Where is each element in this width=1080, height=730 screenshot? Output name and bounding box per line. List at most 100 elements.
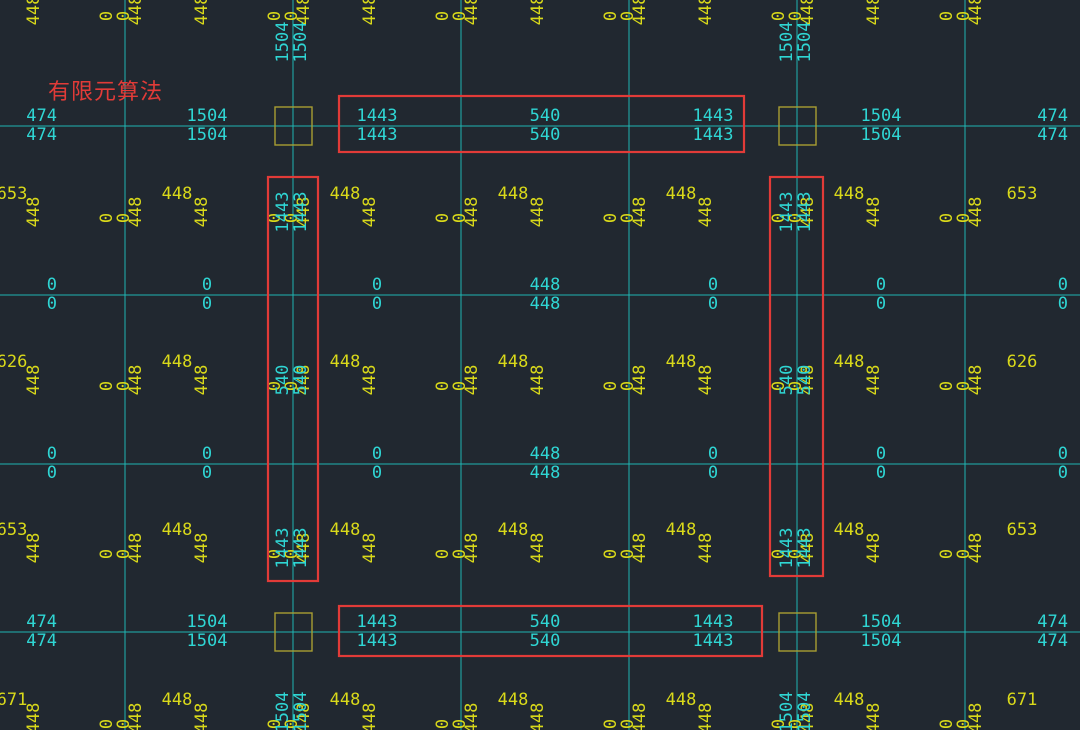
slab-top-label: 448 [330, 0, 361, 2]
slab-side-label: 448 [630, 197, 650, 228]
slab-top-label: 448 [498, 690, 529, 710]
slab-side-label: 448 [462, 365, 482, 396]
slab-zero-label: 0 [433, 11, 453, 21]
beam-label-bottom: 1443 [357, 631, 398, 651]
beam-label-top: 1504 [861, 106, 902, 126]
slab-side-label: 448 [798, 703, 818, 730]
beam-label-bottom: 1504 [187, 125, 228, 145]
slab-side-label: 448 [696, 0, 716, 25]
column-beam-label: 1443 [777, 528, 797, 569]
column-square-2-2 [778, 612, 817, 652]
beam-label-top: 0 [708, 275, 718, 295]
beam-label-top: 0 [202, 275, 212, 295]
slab-top-label: 448 [498, 184, 529, 204]
slab-top-label: 448 [330, 520, 361, 540]
slab-zero-label: 0 [450, 381, 470, 391]
beam-label-bottom: 448 [530, 294, 561, 314]
slab-zero-label: 0 [433, 719, 453, 729]
beam-label-top: 0 [372, 444, 382, 464]
slab-zero-label: 0 [97, 213, 117, 223]
beam-label-top: 0 [1058, 275, 1068, 295]
highlight-box-left-column [266, 175, 320, 583]
slab-side-label: 448 [630, 365, 650, 396]
slab-zero-label: 0 [601, 719, 621, 729]
slab-zero-label: 0 [433, 213, 453, 223]
slab-side-label: 448 [966, 703, 986, 730]
highlight-box-top-beam [337, 94, 746, 154]
slab-side-label: 448 [798, 0, 818, 25]
beam-label-bottom: 1443 [693, 631, 734, 651]
slab-edge-label: 653 [0, 520, 27, 540]
beam-label-bottom: 0 [1058, 294, 1068, 314]
slab-side-label: 448 [360, 197, 380, 228]
slab-zero-label: 0 [97, 719, 117, 729]
slab-edge-label: 626 [1007, 352, 1038, 372]
slab-edge-label: 671 [1007, 0, 1038, 2]
slab-zero-label: 0 [114, 381, 134, 391]
slab-zero-label: 0 [114, 719, 134, 729]
slab-zero-label: 0 [769, 213, 789, 223]
beam-label-bottom: 1504 [861, 125, 902, 145]
slab-side-label: 448 [630, 533, 650, 564]
slab-top-label: 448 [666, 520, 697, 540]
highlight-box-right-column [768, 175, 825, 578]
slab-zero-label: 0 [433, 381, 453, 391]
beam-label-bottom: 448 [530, 463, 561, 483]
slab-side-label: 448 [360, 365, 380, 396]
slab-zero-label: 0 [937, 213, 957, 223]
column-beam-label: 540 [795, 365, 815, 396]
column-beam-label: 1443 [795, 192, 815, 233]
slab-zero-label: 0 [786, 719, 806, 729]
beam-label-top: 0 [708, 444, 718, 464]
column-beam-label: 1443 [795, 528, 815, 569]
slab-zero-label: 0 [618, 11, 638, 21]
slab-zero-label: 0 [601, 381, 621, 391]
column-beam-label: 540 [291, 365, 311, 396]
slab-side-label: 448 [528, 533, 548, 564]
beam-label-top: 0 [876, 275, 886, 295]
beam-label-top: 448 [530, 275, 561, 295]
slab-zero-label: 0 [265, 213, 285, 223]
slab-zero-label: 0 [450, 719, 470, 729]
column-beam-label: 1443 [777, 192, 797, 233]
slab-edge-label: 653 [1007, 520, 1038, 540]
slab-zero-label: 0 [114, 11, 134, 21]
slab-side-label: 448 [24, 0, 44, 25]
beam-label-top: 1443 [693, 612, 734, 632]
column-beam-label: 1443 [273, 528, 293, 569]
slab-side-label: 448 [696, 703, 716, 730]
slab-zero-label: 0 [954, 11, 974, 21]
slab-top-label: 448 [162, 520, 193, 540]
slab-zero-label: 0 [282, 549, 302, 559]
beam-label-top: 1443 [357, 106, 398, 126]
slab-side-label: 448 [864, 197, 884, 228]
slab-top-label: 448 [834, 0, 865, 2]
slab-side-label: 448 [798, 197, 818, 228]
slab-top-label: 448 [666, 690, 697, 710]
slab-top-label: 448 [330, 690, 361, 710]
slab-zero-label: 0 [786, 381, 806, 391]
slab-side-label: 448 [528, 365, 548, 396]
slab-side-label: 448 [798, 365, 818, 396]
slab-top-label: 448 [834, 184, 865, 204]
slab-side-label: 448 [966, 365, 986, 396]
slab-side-label: 448 [360, 703, 380, 730]
beam-label-top: 0 [47, 444, 57, 464]
slab-side-label: 448 [966, 197, 986, 228]
slab-zero-label: 0 [786, 549, 806, 559]
slab-zero-label: 0 [786, 11, 806, 21]
slab-top-label: 448 [162, 0, 193, 2]
slab-side-label: 448 [462, 703, 482, 730]
slab-top-label: 448 [330, 352, 361, 372]
column-beam-label: 1504 [777, 22, 797, 63]
slab-top-label: 448 [162, 184, 193, 204]
slab-side-label: 448 [696, 365, 716, 396]
slab-side-label: 448 [360, 533, 380, 564]
column-markers [274, 106, 817, 652]
slab-top-label: 448 [498, 352, 529, 372]
beam-label-bottom: 0 [372, 463, 382, 483]
beam-label-top: 1443 [693, 106, 734, 126]
slab-zero-label: 0 [450, 549, 470, 559]
slab-zero-label: 0 [450, 11, 470, 21]
